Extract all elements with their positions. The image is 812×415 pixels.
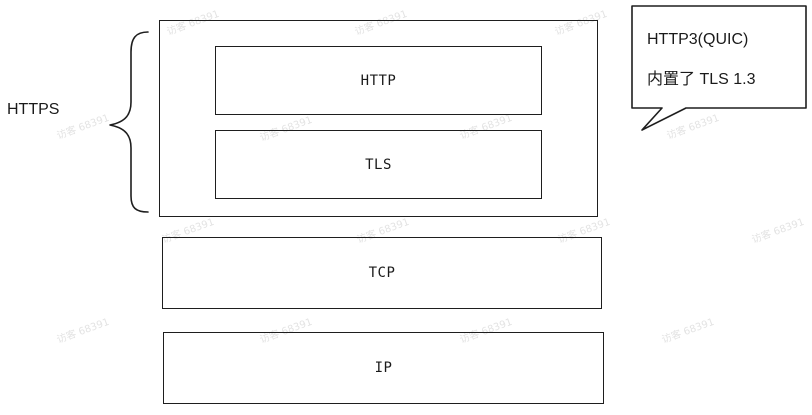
tcp-layer-label: TCP <box>368 265 396 281</box>
ip-layer-box: IP <box>163 332 604 404</box>
callout-note: 内置了 TLS 1.3 <box>647 71 756 88</box>
ip-layer-label: IP <box>374 360 393 376</box>
https-stack-box <box>159 20 598 217</box>
http-layer-box: HTTP <box>215 46 542 115</box>
http-layer-label: HTTP <box>360 72 397 89</box>
tls-layer-label: TLS <box>365 156 392 173</box>
callout-title: HTTP3(QUIC) <box>647 31 749 48</box>
curly-brace-icon <box>109 31 149 213</box>
tls-layer-box: TLS <box>215 130 542 199</box>
https-group-label: HTTPS <box>7 101 60 118</box>
tcp-layer-box: TCP <box>162 237 602 309</box>
